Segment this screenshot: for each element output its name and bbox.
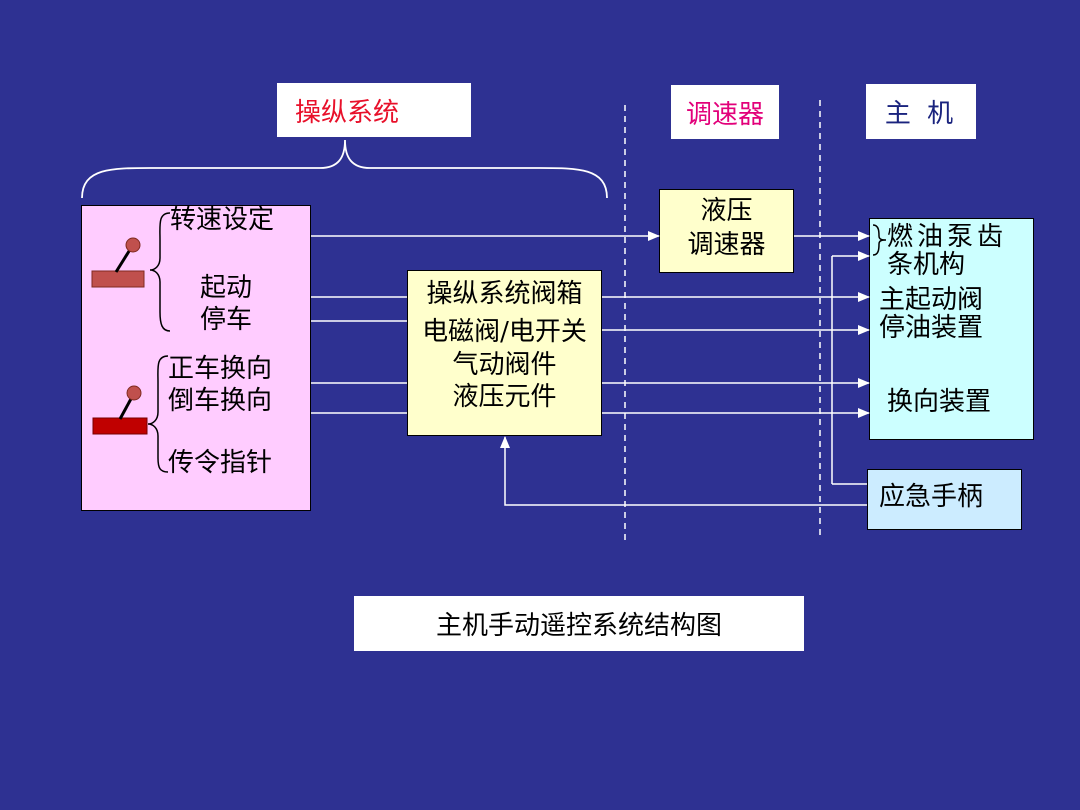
header-main-engine-label: 主 机	[884, 99, 958, 129]
diagram-caption: 主机手动遥控系统结构图	[435, 611, 722, 641]
header-main-engine: 主 机	[866, 84, 976, 139]
lever-icon	[91, 237, 145, 288]
header-governor-label: 调速器	[685, 99, 764, 130]
label-fuel-pump-rack-2: 条机构	[887, 250, 966, 280]
label-ahead: 正车换向	[168, 354, 273, 384]
label-hydraulic-elements: 液压元件	[452, 382, 557, 412]
operator-panel-box	[81, 205, 311, 511]
label-fuel-stop-device: 停油装置	[879, 313, 984, 343]
header-control-system: 操纵系统	[277, 83, 471, 137]
label-pneumatic-valves: 气动阀件	[452, 350, 557, 380]
label-fuel-pump-rack-1: 燃油泵齿	[887, 222, 1008, 252]
main-engine-box	[869, 218, 1034, 440]
panel-brace-lower	[147, 355, 169, 473]
label-reversing-device: 换向装置	[887, 387, 992, 417]
label-start: 起动	[200, 273, 253, 303]
diagram-caption-box: 主机手动遥控系统结构图	[354, 596, 804, 651]
engine-brace	[872, 224, 887, 256]
panel-brace-upper	[149, 212, 171, 332]
label-solenoid-switch: 电磁阀/电开关	[422, 317, 587, 347]
control-system-brace	[81, 139, 608, 199]
label-valve-box: 操纵系统阀箱	[426, 279, 583, 309]
label-governor-line1: 液压	[700, 196, 753, 226]
label-telegraph: 传令指针	[168, 448, 273, 478]
arrow-feedback-to-valves	[500, 436, 867, 506]
lever-icon	[92, 385, 148, 435]
header-governor: 调速器	[671, 85, 779, 139]
label-governor-line2: 调速器	[687, 230, 766, 260]
label-emergency-handle: 应急手柄	[879, 482, 984, 512]
control-valve-box	[407, 270, 602, 436]
label-speed-setting: 转速设定	[170, 205, 275, 235]
label-main-start-valve: 主起动阀	[879, 285, 984, 315]
hydraulic-governor-box	[659, 189, 794, 273]
label-stop: 停车	[200, 305, 253, 335]
label-astern: 倒车换向	[168, 386, 273, 416]
emergency-handle-box	[867, 469, 1022, 530]
header-control-system-label: 操纵系统	[295, 97, 400, 128]
